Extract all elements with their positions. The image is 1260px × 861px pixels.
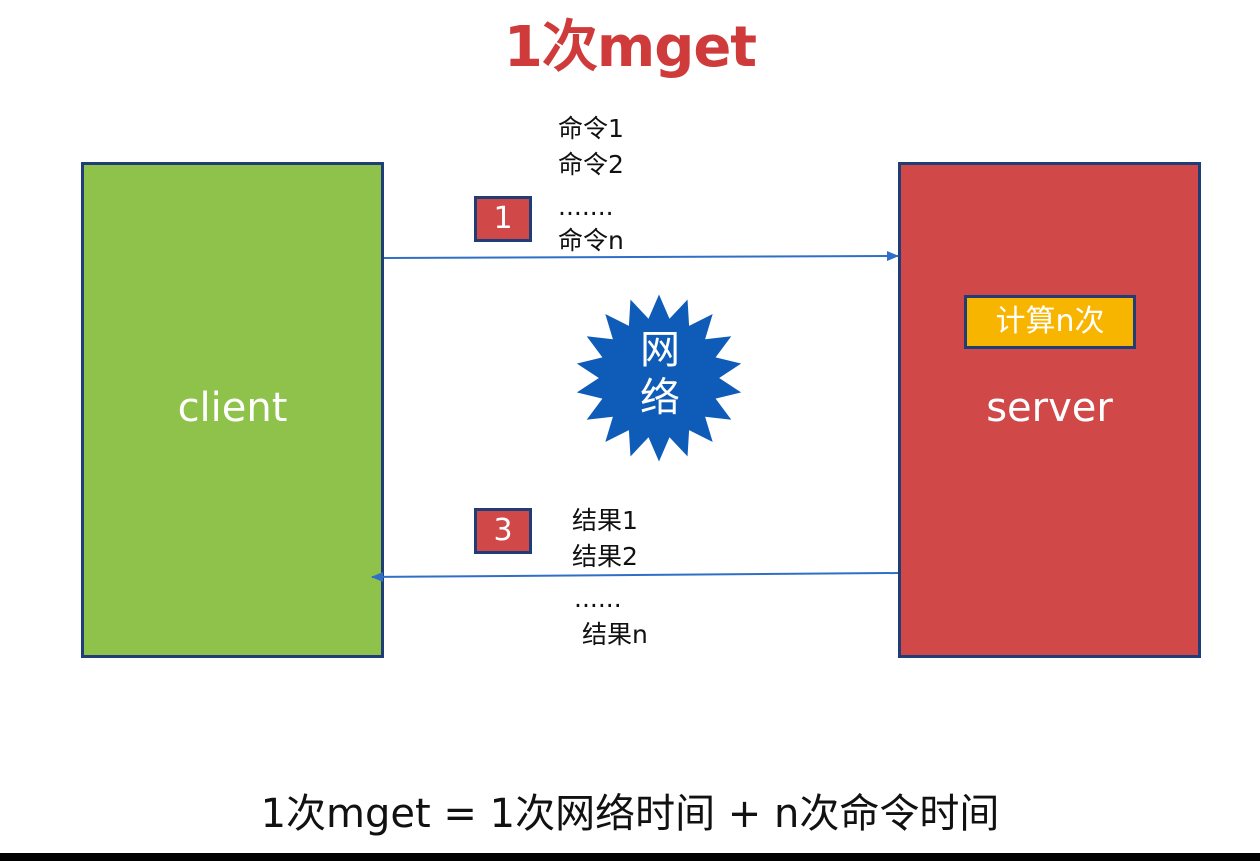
server-box: server [898,162,1201,658]
compute-badge: 计算n次 [964,295,1136,349]
network-label-line-2: 络 [640,375,680,421]
command-1: 命令1 [558,114,624,143]
client-box: client [81,162,384,658]
server-label: server [986,385,1113,431]
result-ellipsis: ...... [574,584,622,613]
bottom-bar [0,853,1260,861]
result-n: 结果n [582,620,648,649]
step-3-badge: 3 [474,508,532,554]
diagram-title: 1次mget [503,15,757,80]
step-1-badge: 1 [474,196,532,242]
command-n: 命令n [558,226,624,255]
command-ellipsis: ....... [558,192,614,221]
network-label: 网 络 [630,326,690,422]
network-burst-icon [571,289,747,467]
formula: 1次mget = 1次网络时间 + n次命令时间 [260,791,1000,837]
response-arrow [371,571,899,582]
client-label: client [177,385,288,431]
command-2: 命令2 [558,150,624,179]
network-label-line-1: 网 [640,327,680,373]
result-2: 结果2 [572,542,638,571]
result-1: 结果1 [572,506,638,535]
request-arrow [383,251,899,262]
